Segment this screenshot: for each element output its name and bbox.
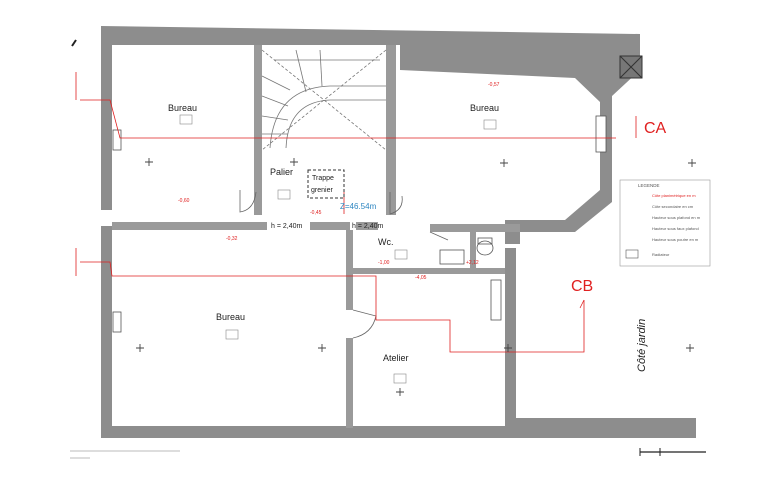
footer-scribble <box>70 450 180 459</box>
legend-item: Hauteur sous plafond en m <box>652 215 701 220</box>
room-label-bureau-bottom: Bureau <box>216 312 245 322</box>
windows <box>112 115 607 333</box>
legend-item: Hauteur sous poutre en m <box>652 237 699 242</box>
room-label-atelier: Atelier <box>383 353 409 363</box>
room-label-bureau-top-left: Bureau <box>168 103 197 113</box>
scale-bar <box>639 448 706 456</box>
legend-item: Côte secondaire en cm <box>652 204 694 209</box>
trappe-label-line2: grenier <box>311 187 333 194</box>
room-label-palier: Palier <box>270 167 293 177</box>
room-label-wc: Wc. <box>378 237 394 247</box>
red-dims: -0,57 -0,60 -0,32 -0,45 -1,00 -4,05 +2,1… <box>178 82 500 281</box>
trappe-outline <box>307 169 345 199</box>
dimension-ticks <box>75 72 637 309</box>
legend-title: LEGENDE <box>638 183 660 188</box>
svg-text:-1,00: -1,00 <box>378 260 390 266</box>
svg-text:-0,45: -0,45 <box>310 210 322 216</box>
z-level-label: Z=46.54m <box>340 202 377 211</box>
level-markers <box>136 158 696 396</box>
sanitary-fixtures <box>439 237 494 265</box>
legend-item: Radiateur <box>652 252 670 257</box>
trappe-label-line1: Trappe <box>312 175 334 182</box>
staircase <box>261 49 387 151</box>
legend-item: Côte planimétrique en m <box>652 193 696 198</box>
interior-walls <box>112 45 520 428</box>
height-label-1: h = 2,40m <box>271 223 302 230</box>
svg-text:-0,57: -0,57 <box>488 82 500 88</box>
section-mark-ca: CA <box>644 120 667 137</box>
height-label-2: h = 2,40m <box>352 223 383 230</box>
svg-text:-0,32: -0,32 <box>226 236 238 242</box>
garden-label: Côté jardin <box>636 319 648 372</box>
legend: LEGENDE Côte planimétrique en m Côte sec… <box>619 179 711 267</box>
outer-walls <box>101 26 696 438</box>
svg-text:-0,60: -0,60 <box>178 198 190 204</box>
section-mark-cb: CB <box>571 278 593 295</box>
svg-text:+2,12: +2,12 <box>466 260 479 266</box>
svg-text:-4,05: -4,05 <box>415 275 427 281</box>
chimney <box>619 55 643 79</box>
legend-item: Hauteur sous faux plafond <box>652 226 699 231</box>
scan-mark <box>71 39 77 47</box>
room-label-bureau-top-right: Bureau <box>470 103 499 113</box>
height-tags <box>179 114 497 384</box>
